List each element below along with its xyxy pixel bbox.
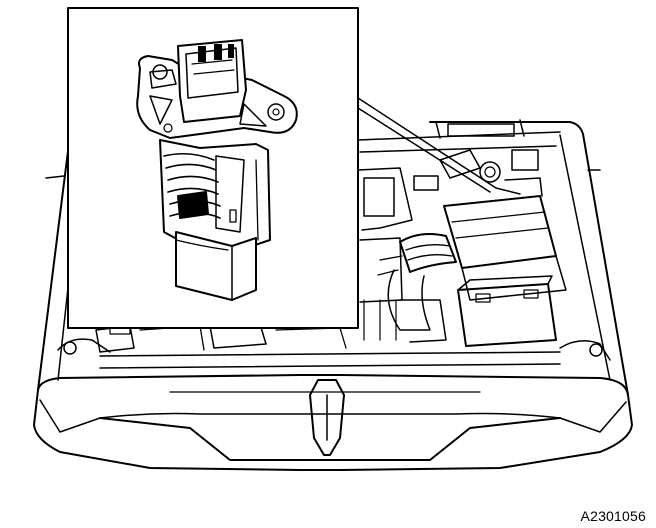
intake-hose bbox=[399, 233, 457, 273]
figure-id-label: A2301056 bbox=[580, 508, 646, 524]
detail-inset bbox=[67, 7, 359, 329]
mass-air-flow-sensor bbox=[136, 39, 298, 301]
front-bumper bbox=[33, 374, 633, 471]
grille bbox=[99, 417, 561, 461]
leader-line bbox=[357, 97, 521, 195]
car-front bbox=[33, 119, 633, 471]
battery bbox=[457, 283, 557, 347]
hood-outline bbox=[37, 121, 629, 396]
emblem bbox=[309, 379, 345, 456]
sensor-body bbox=[159, 139, 271, 251]
air-filter-box bbox=[443, 195, 557, 269]
